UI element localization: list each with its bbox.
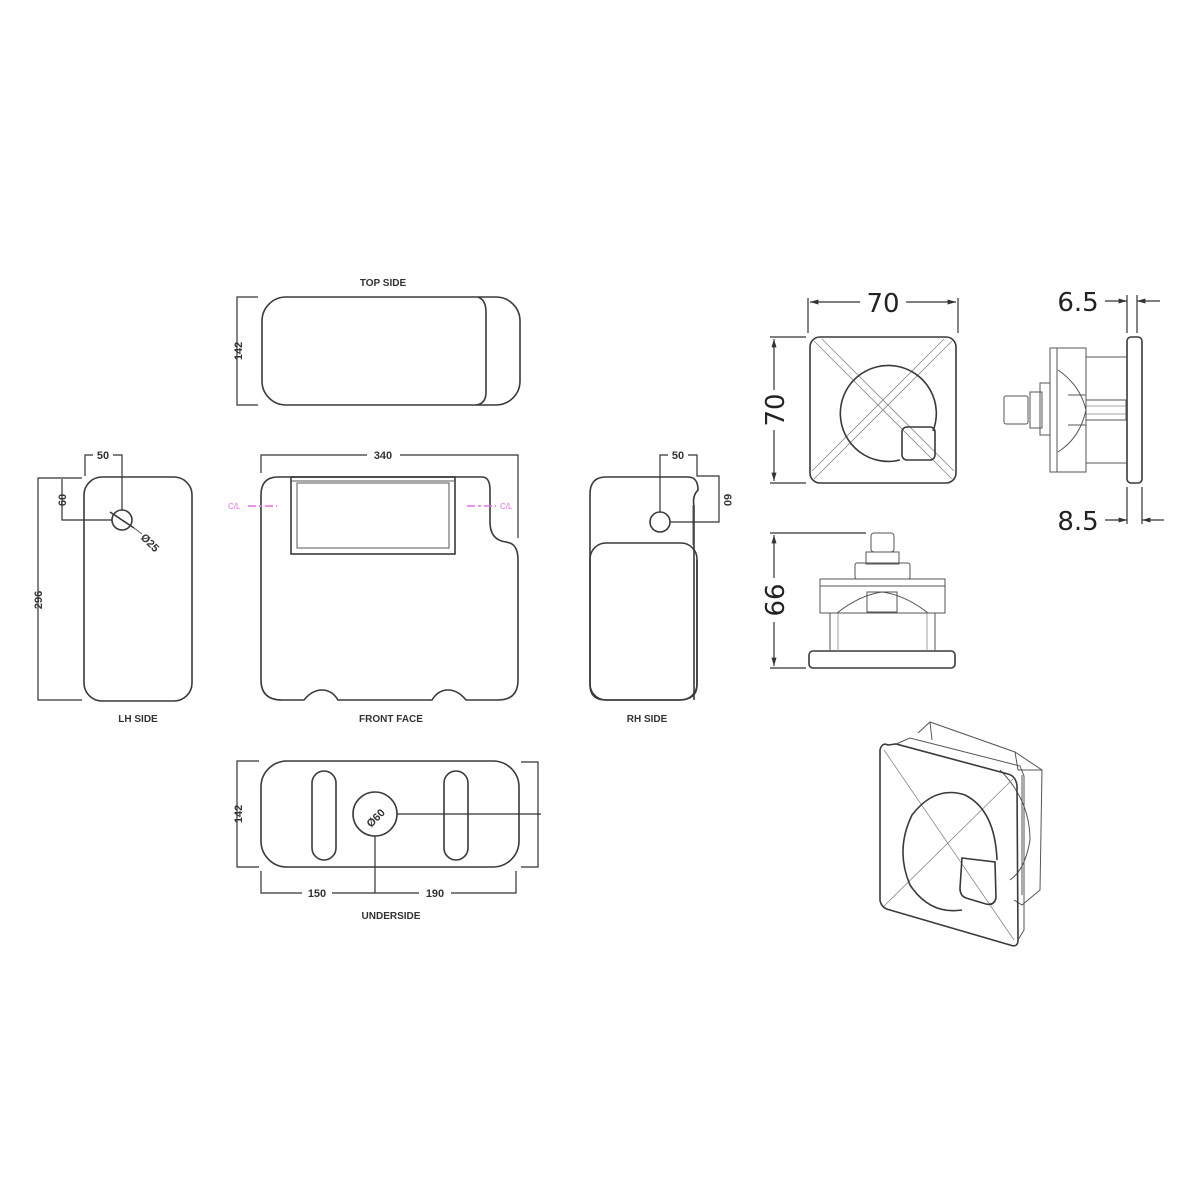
lh-hole-y-dim: 60 [57,494,69,506]
flush-button-front-view: 70 70 [761,289,959,484]
top-side-view: TOP SIDE 142 [233,278,521,406]
front-face-view: C/L C/L 340 FRONT FACE [228,450,519,725]
button-width-dim: 70 [866,289,899,319]
underside-left-dim: 150 [308,888,326,900]
rh-side-label: RH SIDE [627,714,668,725]
flush-button-side-view: 6.5 8.5 [1003,288,1164,537]
front-face-label: FRONT FACE [359,714,423,725]
front-width-dim: 340 [374,450,392,462]
flush-button-top-view: 66 [761,532,956,669]
button-face-thickness-dim: 6.5 [1057,288,1098,318]
lh-hole-x-dim: 50 [97,450,109,462]
lh-side-label: LH SIDE [118,714,158,725]
underside-right-dim: 190 [426,888,444,900]
top-side-label: TOP SIDE [360,278,407,289]
lh-height-dim: 296 [33,591,45,609]
underside-view: Ø60 142 150 190 UNDERSIDE [233,760,541,922]
centreline-right-label: C/L [500,502,513,511]
flush-button-isometric-view [879,721,1043,947]
top-side-depth-dim: 142 [233,342,245,360]
rh-hole-y-dim: 60 [721,494,733,506]
button-overall-thickness-dim: 8.5 [1057,507,1098,537]
underside-label: UNDERSIDE [362,911,421,922]
lh-hole-diameter: Ø25 [138,532,161,555]
underside-depth-dim: 142 [233,805,245,823]
centreline-left-label: C/L [228,502,241,511]
button-height-dim: 70 [761,393,791,426]
button-depth-dim: 66 [761,583,791,616]
underside-hole-diameter: Ø60 [365,807,388,830]
rh-hole-x-dim: 50 [672,450,684,462]
lh-side-view: Ø25 50 60 296 LH SIDE [33,450,193,725]
rh-side-view: 50 60 RH SIDE [589,450,733,725]
